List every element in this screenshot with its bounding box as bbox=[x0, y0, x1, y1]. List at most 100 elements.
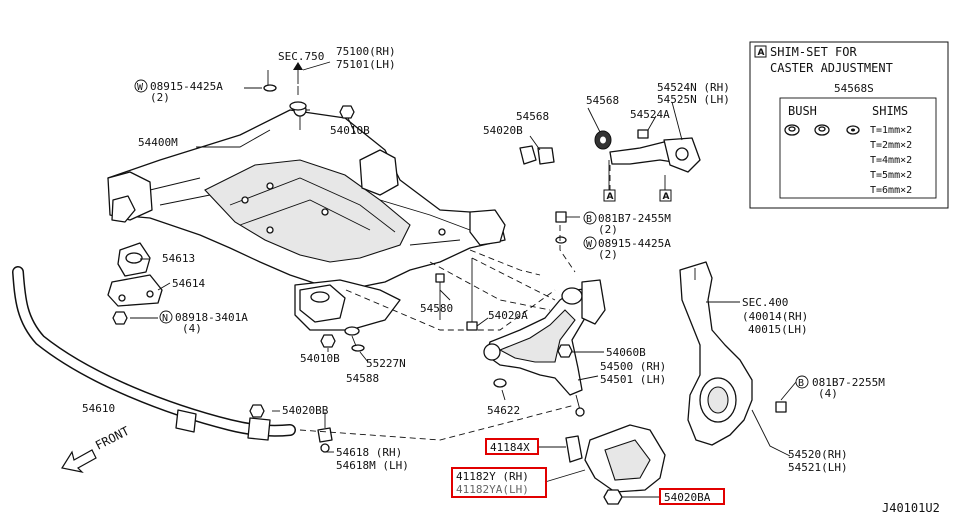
label-41184x[interactable]: 41184X bbox=[490, 441, 530, 454]
label-08915-4425a-right[interactable]: 08915-4425A bbox=[598, 237, 671, 250]
nut-symbol-icon bbox=[159, 310, 173, 324]
bolt-54524a[interactable] bbox=[637, 129, 649, 139]
svg-text:W: W bbox=[586, 239, 593, 250]
label-54500[interactable]: 54500 (RH) bbox=[600, 360, 666, 373]
svg-text:A: A bbox=[663, 192, 670, 202]
legend-title-line2: CASTER ADJUSTMENT bbox=[770, 61, 893, 75]
svg-text:B: B bbox=[586, 214, 592, 225]
washer-symbol-icon bbox=[134, 79, 148, 93]
label-54020ba[interactable]: 54020BA bbox=[664, 491, 711, 504]
lower-arm-54500[interactable] bbox=[483, 279, 606, 417]
legend-marker-a: A bbox=[758, 48, 765, 58]
label-54614[interactable]: 54614 bbox=[172, 277, 205, 290]
stopper-55227n[interactable] bbox=[344, 326, 360, 336]
nut-08918-3401a[interactable] bbox=[112, 311, 128, 325]
bolt-54020a[interactable] bbox=[466, 258, 478, 331]
shim-size-5: T=6mm×2 bbox=[870, 185, 912, 196]
label-40014[interactable]: (40014(RH) bbox=[742, 310, 808, 323]
label-081b7-2455m[interactable]: 081B7-2455M bbox=[598, 212, 671, 225]
washer-08915-4425a-right[interactable] bbox=[555, 236, 567, 244]
marker-a-right: A bbox=[659, 189, 672, 202]
label-75101[interactable]: 75101(LH) bbox=[336, 58, 396, 71]
shim-size-2: T=2mm×2 bbox=[870, 140, 912, 151]
label-54524a[interactable]: 54524A bbox=[630, 108, 670, 121]
nut-54010b-bottom[interactable] bbox=[320, 334, 336, 348]
label-54580[interactable]: 54580 bbox=[420, 302, 453, 315]
highlight-54020ba bbox=[659, 488, 725, 505]
label-54520[interactable]: 54520(RH) bbox=[788, 448, 848, 461]
label-54588[interactable]: 54588 bbox=[346, 372, 379, 385]
highlight-41182y bbox=[451, 467, 547, 498]
clip-41184x[interactable] bbox=[565, 435, 583, 463]
label-081b7-2455m-qty: (2) bbox=[598, 223, 618, 236]
label-75100[interactable]: 75100(RH) bbox=[336, 45, 396, 58]
label-08918-3401a[interactable]: 08918-3401A bbox=[175, 311, 248, 324]
label-54524n[interactable]: 54524N (RH) bbox=[657, 81, 730, 94]
label-081b7-2255m-qty: (4) bbox=[818, 387, 838, 400]
nut-54020bb[interactable] bbox=[249, 404, 265, 418]
upper-link-54524n[interactable] bbox=[609, 137, 701, 173]
legend-col-bush: BUSH bbox=[788, 104, 817, 118]
washer-symbol-icon-2 bbox=[583, 236, 597, 250]
svg-text:N: N bbox=[162, 313, 168, 324]
label-54568-upper[interactable]: 54568 bbox=[586, 94, 619, 107]
label-54010b-top[interactable]: 54010B bbox=[330, 124, 370, 137]
svg-text:W: W bbox=[137, 82, 144, 93]
label-54020b[interactable]: 54020B bbox=[483, 124, 523, 137]
bolt-081b7-2455m[interactable] bbox=[555, 211, 580, 223]
label-54622[interactable]: 54622 bbox=[487, 404, 520, 417]
bolt-54580[interactable] bbox=[435, 273, 445, 320]
clamp-54614[interactable] bbox=[107, 274, 163, 307]
label-54501[interactable]: 54501 (LH) bbox=[600, 373, 666, 386]
label-54010b-bottom[interactable]: 54010B bbox=[300, 352, 340, 365]
label-54610[interactable]: 54610 bbox=[82, 402, 115, 415]
bracket-41182y[interactable] bbox=[584, 424, 666, 493]
label-54400m[interactable]: 54400M bbox=[138, 136, 178, 149]
label-54020bb[interactable]: 54020BB bbox=[282, 404, 329, 417]
label-55227n[interactable]: 55227N bbox=[366, 357, 406, 370]
marker-a-left: A bbox=[603, 189, 616, 202]
nut-54010b-top[interactable] bbox=[339, 105, 355, 119]
front-arrow-icon bbox=[61, 449, 97, 473]
label-54521[interactable]: 54521(LH) bbox=[788, 461, 848, 474]
label-40015[interactable]: 40015(LH) bbox=[748, 323, 808, 336]
label-54525n[interactable]: 54525N (LH) bbox=[657, 93, 730, 106]
legend-col-shims: SHIMS bbox=[872, 104, 908, 118]
bush-54613[interactable] bbox=[117, 242, 151, 277]
label-sec400[interactable]: SEC.400 bbox=[742, 296, 788, 309]
label-54568-left[interactable]: 54568 bbox=[516, 110, 549, 123]
label-41182ya[interactable]: 41182YA(LH) bbox=[456, 483, 529, 496]
bolt-081b7-2255m[interactable] bbox=[775, 401, 787, 413]
label-41182y[interactable]: 41182Y (RH) bbox=[456, 470, 529, 483]
label-54613[interactable]: 54613 bbox=[162, 252, 195, 265]
front-subframe[interactable] bbox=[107, 103, 506, 331]
steering-knuckle[interactable] bbox=[679, 261, 753, 446]
label-08915-4425a-left-qty: (2) bbox=[150, 91, 170, 104]
label-54618[interactable]: 54618 (RH) bbox=[336, 446, 402, 459]
highlight-41184x bbox=[485, 438, 539, 455]
mount-nut-top[interactable] bbox=[289, 86, 307, 111]
shim-size-4: T=5mm×2 bbox=[870, 170, 912, 181]
nut-54060b[interactable] bbox=[557, 344, 573, 358]
shim-set-legend: A SHIM-SET FOR CASTER ADJUSTMENT 54568S … bbox=[749, 41, 949, 209]
label-08915-4425a-left[interactable]: 08915-4425A bbox=[150, 80, 223, 93]
bush-54568-left[interactable] bbox=[519, 145, 555, 165]
svg-text:B: B bbox=[798, 378, 804, 389]
washer-54588[interactable] bbox=[351, 344, 365, 352]
label-sec750[interactable]: SEC.750 bbox=[278, 50, 324, 63]
bush-54568-upper[interactable] bbox=[594, 130, 612, 150]
washer-08915-4425a-left[interactable] bbox=[263, 84, 277, 92]
label-54618m[interactable]: 54618M (LH) bbox=[336, 459, 409, 472]
label-081b7-2255m[interactable]: 081B7-2255M bbox=[812, 376, 885, 389]
shim-size-3: T=4mm×2 bbox=[870, 155, 912, 166]
label-54060b[interactable]: 54060B bbox=[606, 346, 646, 359]
bolt-symbol-icon-2 bbox=[795, 375, 809, 389]
bush-icon bbox=[784, 124, 830, 136]
washer-54622[interactable] bbox=[493, 378, 507, 388]
stabilizer-bar-54610[interactable] bbox=[12, 266, 296, 441]
label-54020a[interactable]: 54020A bbox=[488, 309, 528, 322]
shim-icon bbox=[846, 125, 860, 135]
nut-54020ba[interactable] bbox=[603, 489, 623, 505]
bolt-symbol-icon bbox=[583, 211, 597, 225]
